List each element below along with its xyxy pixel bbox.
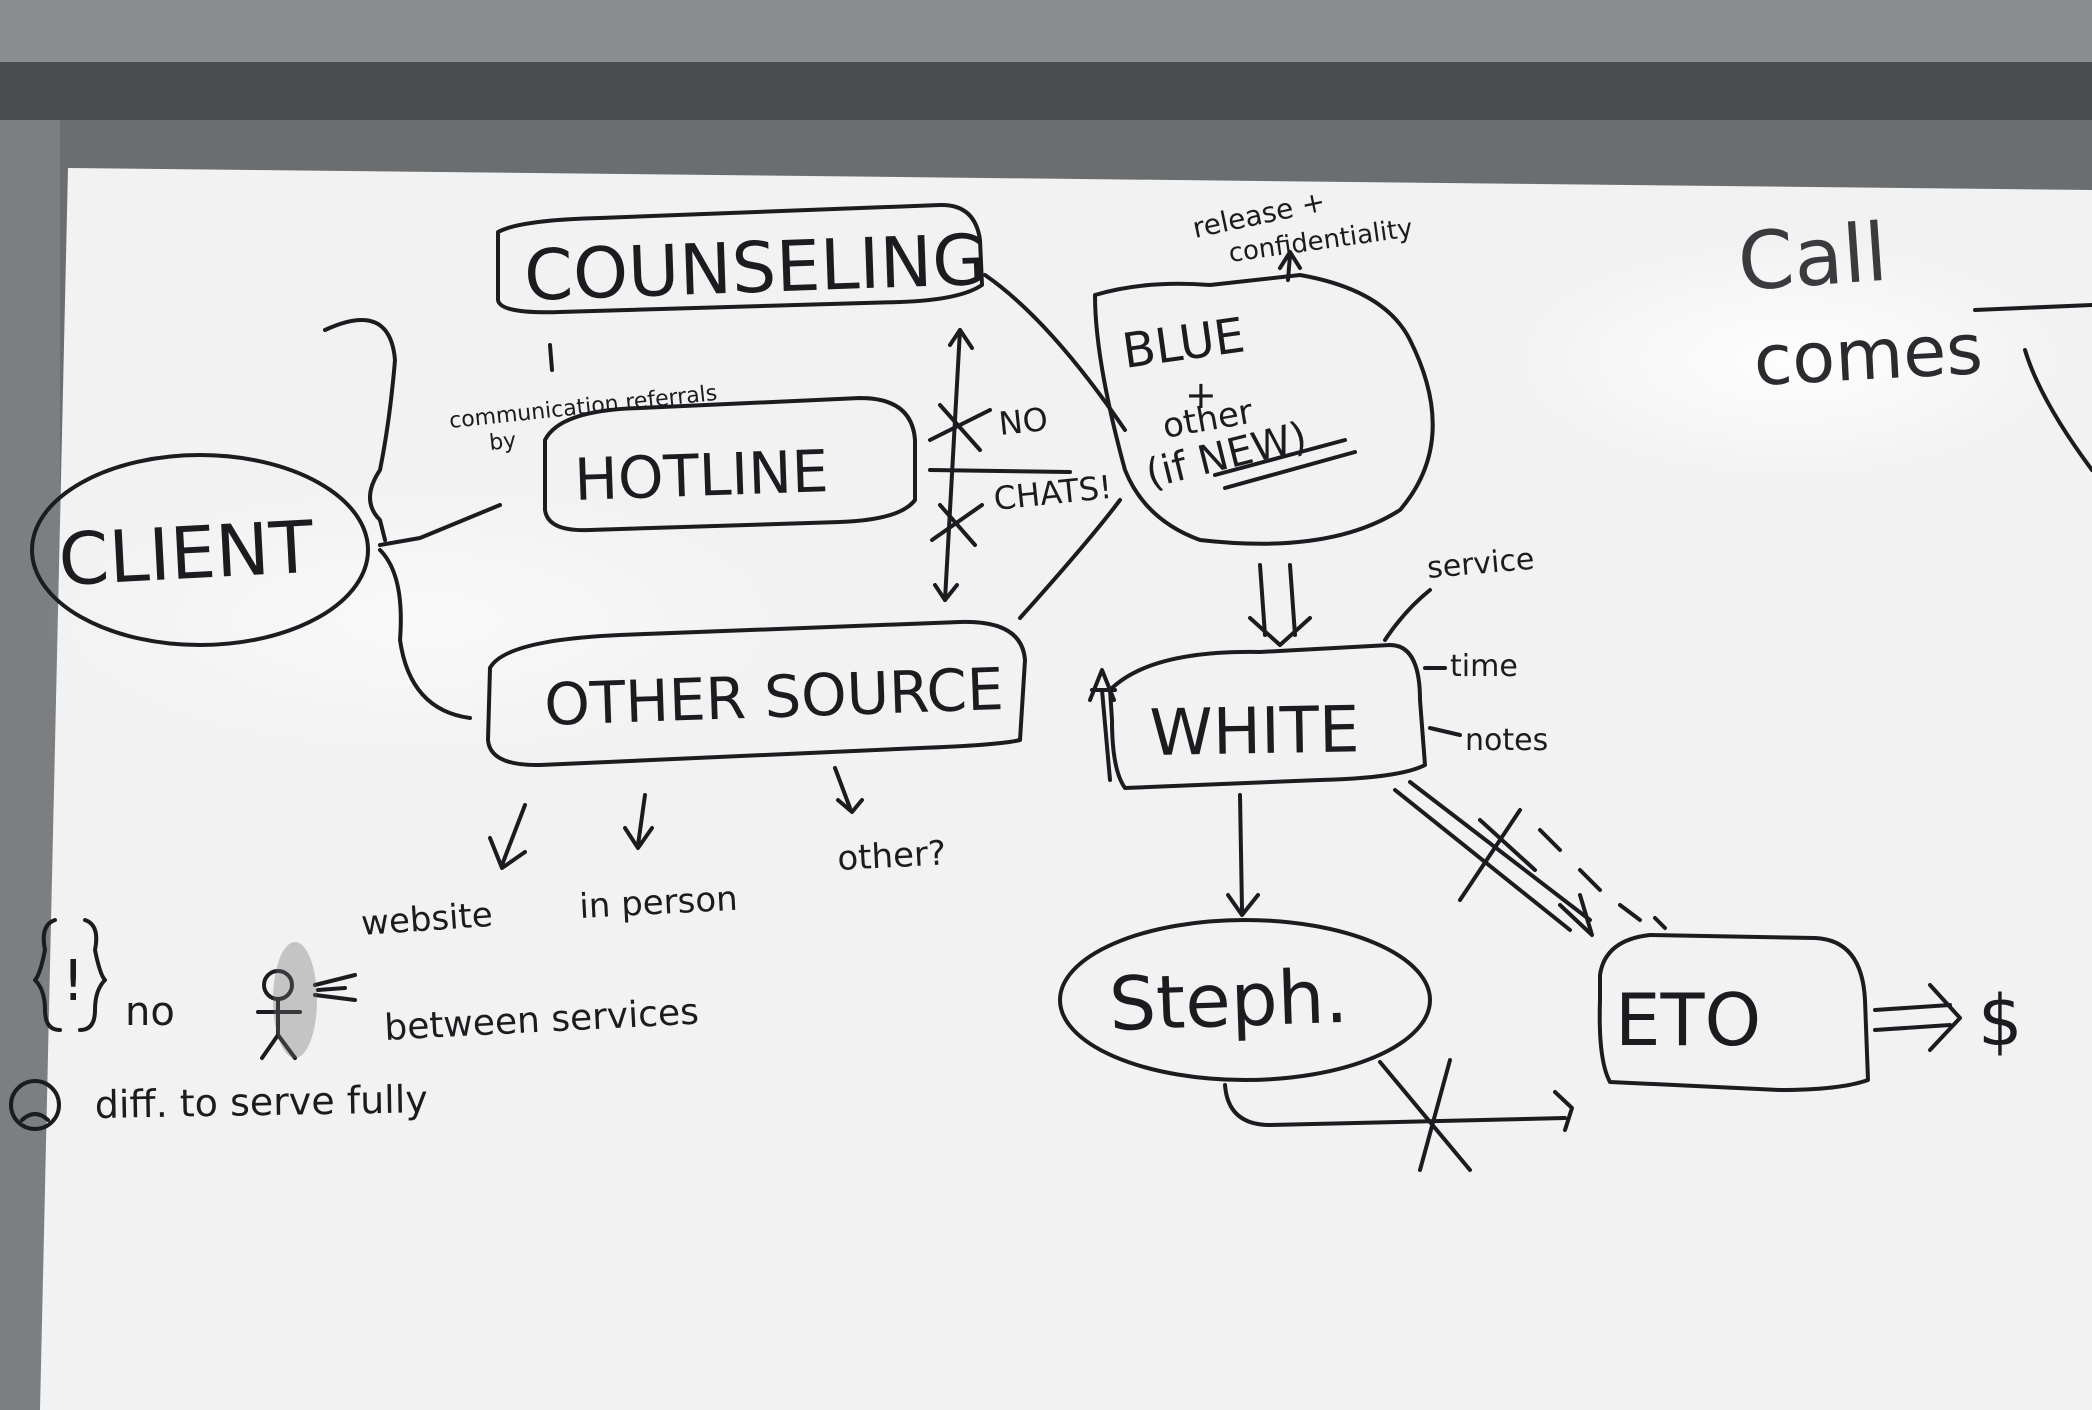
underline-new: [1213, 438, 1357, 490]
in-person-label: in person: [578, 879, 738, 927]
eto-box: [1597, 933, 1870, 1092]
blue-cloud: [1093, 273, 1435, 546]
diff-label: diff. to serve fully: [94, 1077, 428, 1127]
frowny-face: [9, 1079, 61, 1131]
client-label: CLIENT: [56, 505, 316, 602]
call-label: Call: [1735, 206, 1890, 309]
hotline-box: [543, 396, 917, 533]
steph-ellipse: [1058, 918, 1432, 1082]
arrow-release: [1278, 250, 1302, 282]
notes-label: notes: [1465, 723, 1548, 758]
counseling-box: [496, 202, 984, 315]
light-glare-2: [40, 480, 800, 760]
other-source-label: OTHER SOURCE: [543, 655, 1005, 739]
arrow-website: [488, 803, 527, 870]
left-brace: [33, 918, 62, 1032]
x-mark-2: [930, 503, 984, 547]
arrows-to-figure: [313, 973, 357, 1002]
call-line: [1973, 303, 2092, 472]
arrow-eto-dollar: [1873, 983, 1962, 1052]
x-mark-steph-eto: [1378, 1058, 1472, 1172]
steph-label: Steph.: [1108, 954, 1350, 1048]
dotted-line: [1538, 828, 1667, 930]
dollar-label: $: [1978, 980, 2023, 1062]
arrow-other: [833, 766, 864, 814]
no-figure-label: no: [125, 989, 175, 1035]
exclamation: !: [62, 949, 84, 1014]
stick-figure-body: [256, 998, 302, 1060]
white-label: WHITE: [1149, 693, 1360, 771]
counseling-label: COUNSELING: [523, 219, 988, 317]
plus-label: +: [1185, 373, 1217, 417]
other-q-label: other?: [836, 833, 947, 879]
tick-notes: [1428, 726, 1462, 737]
arrowhead-down: [933, 583, 959, 602]
arrow-white-steph: [1226, 793, 1260, 917]
light-glare: [1510, 240, 2070, 480]
frown: [20, 1112, 50, 1122]
smudge: [273, 942, 317, 1058]
time-label: time: [1450, 649, 1518, 684]
client-ellipse: [30, 453, 370, 647]
line-hotline-blue: [928, 468, 1072, 474]
whiteboard: [40, 168, 2092, 1410]
star-arrow: [1088, 668, 1117, 782]
tick-counseling: [548, 343, 554, 372]
by-label: by: [488, 428, 517, 456]
bracket-top: [323, 318, 397, 542]
line-counseling-blue: [983, 273, 1127, 432]
tray-rail: [0, 0, 2092, 62]
arrow-in-person: [623, 793, 654, 850]
vertical-arrow: [943, 328, 962, 602]
double-arrow-blue-white: [1248, 563, 1312, 647]
comes-label: comes: [1752, 308, 1985, 402]
website-label: website: [360, 895, 494, 944]
arrow-steph-eto: [1223, 1083, 1574, 1132]
hotline-label: HOTLINE: [573, 437, 829, 514]
right-brace: [78, 918, 107, 1032]
arrows-white-eto: [1393, 780, 1594, 937]
arrowhead-up: [948, 328, 974, 350]
bracket-bottom: [378, 548, 472, 720]
x-mark-1: [928, 403, 992, 452]
white-box: [1108, 643, 1427, 790]
bracket-mid: [378, 503, 502, 547]
other-source-box: [486, 619, 1027, 768]
x-mark-white-eto: [1458, 808, 1537, 902]
line-other-blue: [1018, 498, 1122, 620]
eto-label: ETO: [1615, 978, 1761, 1062]
tick-service: [1383, 588, 1432, 642]
frame-top: [0, 62, 2092, 120]
no-label: NO: [997, 400, 1050, 443]
